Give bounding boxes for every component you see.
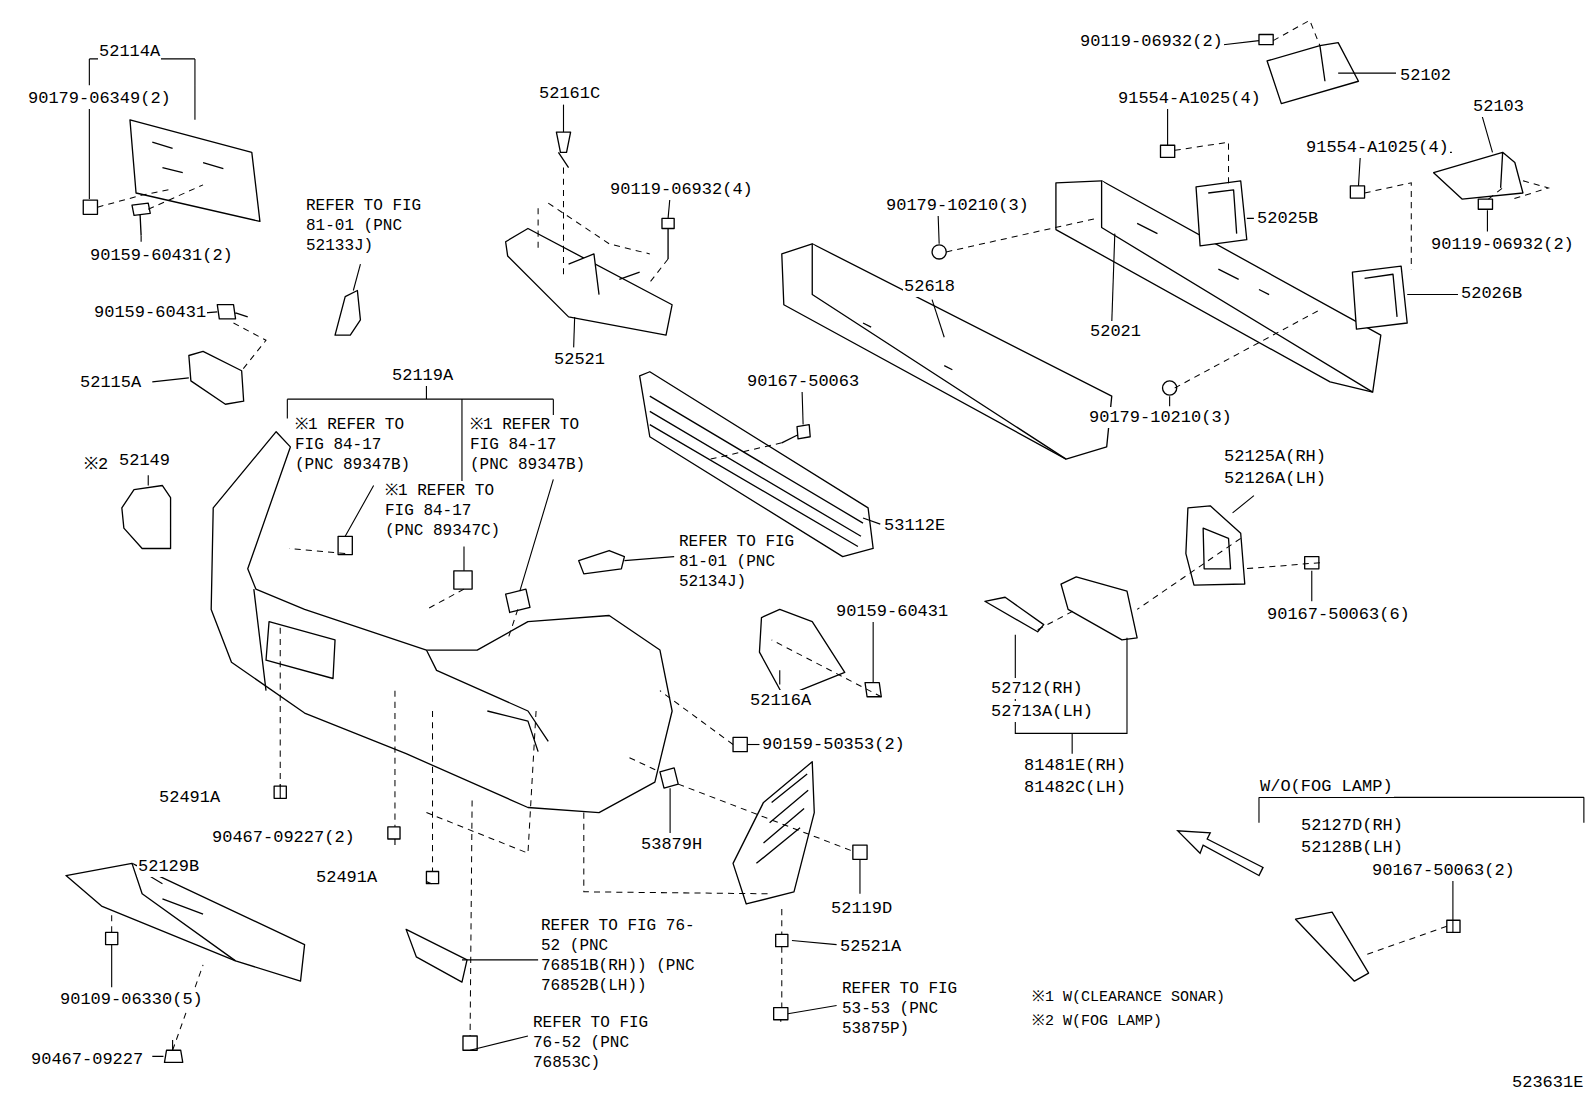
- part-label: 90467-09227: [30, 1049, 144, 1070]
- part-label: 90119-06932(2): [1079, 31, 1224, 52]
- part-label: 52103: [1472, 96, 1525, 117]
- part-label: 90179-10210(3): [1088, 407, 1233, 428]
- part-label: REFER TO FIG 53-53 (PNC 53875P): [841, 979, 962, 1039]
- part-label: 52116A: [749, 690, 812, 711]
- part-label: 52114A: [98, 41, 161, 62]
- part-label: 81481E(RH): [1023, 755, 1127, 776]
- part-label: 90159-50353(2): [761, 734, 906, 755]
- part-label: 90159-60431(2): [89, 245, 234, 266]
- part-label: 52127D(RH): [1300, 815, 1404, 836]
- part-label: 90119-06932(4): [609, 179, 754, 200]
- part-label: REFER TO FIG 76-52 (PNC 76853C): [532, 1013, 653, 1073]
- part-label: 52521A: [839, 936, 902, 957]
- part-label: 90159-60431: [93, 302, 207, 323]
- part-label: 52713A(LH): [990, 701, 1094, 722]
- part-label: 52115A: [79, 372, 142, 393]
- part-label: ※2 W(FOG LAMP): [1031, 1013, 1163, 1032]
- part-label: 91554-A1025(4): [1305, 137, 1450, 158]
- part-label: 52102: [1399, 65, 1452, 86]
- part-label: 90109-06330(5): [59, 989, 204, 1010]
- part-label: W/O(FOG LAMP): [1259, 776, 1394, 797]
- part-label: 90179-06349(2): [27, 88, 172, 109]
- part-label: 52149: [118, 450, 171, 471]
- part-label: REFER TO FIG 81-01 (PNC 52134J): [678, 532, 799, 592]
- part-label: REFER TO FIG 81-01 (PNC 52133J): [305, 196, 426, 256]
- part-label: 52026B: [1460, 283, 1523, 304]
- part-label: 52125A(RH): [1223, 446, 1327, 467]
- part-label: 53879H: [640, 834, 703, 855]
- part-label: 52128B(LH): [1300, 837, 1404, 858]
- part-label: 523631E: [1511, 1072, 1584, 1093]
- part-label: 90467-09227(2): [211, 827, 356, 848]
- part-label: 52521: [553, 349, 606, 370]
- part-label: ※1 REFER TO FIG 84-17 (PNC 89347B): [294, 415, 416, 475]
- part-label: 90119-06932(2): [1430, 234, 1575, 255]
- part-label: ※2: [83, 454, 109, 475]
- part-label: 90159-60431: [835, 601, 949, 622]
- assembly-lines: [97, 20, 1548, 1050]
- part-label: 52618: [903, 276, 956, 297]
- part-label: 52025B: [1256, 208, 1319, 229]
- part-label: ※1 REFER TO FIG 84-17 (PNC 89347B): [469, 415, 591, 475]
- leader-lines: [89, 41, 1584, 1057]
- part-label: 52491A: [158, 787, 221, 808]
- part-label: 52021: [1089, 321, 1142, 342]
- part-label: 91554-A1025(4): [1117, 88, 1262, 109]
- part-label: 52491A: [315, 867, 378, 888]
- part-label: 52712(RH): [990, 678, 1084, 699]
- part-label: 81482C(LH): [1023, 777, 1127, 798]
- part-label: ※1 W(CLEARANCE SONAR): [1031, 989, 1226, 1008]
- part-label: REFER TO FIG 76-52 (PNC 76851B(RH)) (PNC…: [540, 916, 699, 996]
- part-label: 52129B: [137, 856, 200, 877]
- part-label: 52119A: [391, 365, 454, 386]
- part-label: 52161C: [538, 83, 601, 104]
- part-label: 90167-50063: [746, 371, 860, 392]
- part-label: 53112E: [883, 515, 946, 536]
- part-label: 52126A(LH): [1223, 468, 1327, 489]
- part-label: ※1 REFER TO FIG 84-17 (PNC 89347C): [384, 481, 506, 541]
- part-label: 90179-10210(3): [885, 195, 1030, 216]
- view-arrow: [1178, 831, 1263, 876]
- part-outlines: [66, 35, 1523, 1063]
- part-label: 90167-50063(2): [1371, 860, 1516, 881]
- part-label: 90167-50063(6): [1266, 604, 1411, 625]
- part-label: 52119D: [830, 898, 893, 919]
